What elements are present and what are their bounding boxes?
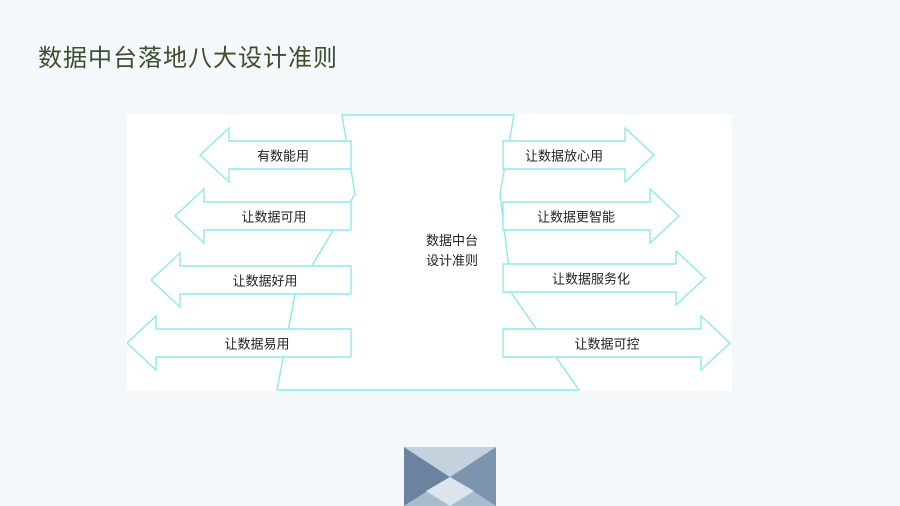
right-arrow-label-4: 让数据可控 <box>574 337 640 353</box>
left-arrow-label-4: 让数据易用 <box>224 337 290 353</box>
right-arrow-label-3: 让数据服务化 <box>551 272 631 288</box>
diagram-panel: 有数能用 让数据可用 让数据好用 让数据易用 数据中台 设计准则 让数据放心用 … <box>127 114 732 391</box>
right-arrow-3 <box>502 249 707 307</box>
left-arrow-1 <box>198 126 352 184</box>
left-arrow-label-2: 让数据可用 <box>241 210 307 226</box>
left-arrow-3 <box>149 251 352 309</box>
left-arrow-4 <box>127 314 352 372</box>
left-arrow-2 <box>173 187 352 245</box>
right-arrow-label-2: 让数据更智能 <box>536 210 616 226</box>
left-arrow-label-1: 有数能用 <box>256 149 310 165</box>
right-arrow-label-1: 让数据放心用 <box>524 149 604 165</box>
center-label-line2: 设计准则 <box>425 254 478 269</box>
right-arrow-1 <box>502 126 656 184</box>
brand-logo-icon <box>404 447 496 506</box>
slide-title: 数据中台落地八大设计准则 <box>38 44 338 72</box>
right-arrow-2 <box>502 187 681 245</box>
left-arrow-label-3: 让数据好用 <box>232 274 298 290</box>
center-label-line1: 数据中台 <box>425 234 478 249</box>
center-label: 数据中台 设计准则 <box>392 232 512 272</box>
right-arrow-4 <box>502 314 732 372</box>
diagram-svg <box>127 114 732 391</box>
